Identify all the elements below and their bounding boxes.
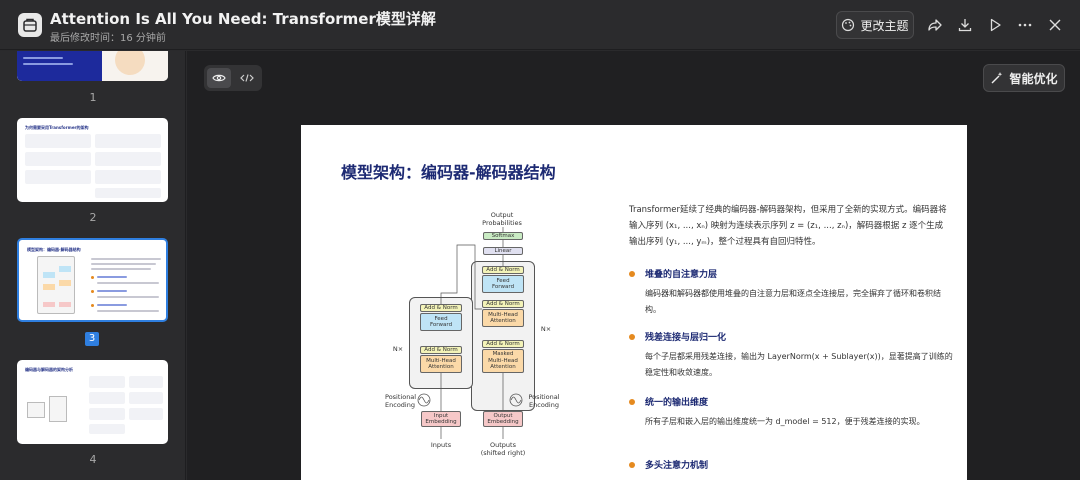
code-mode-button[interactable] bbox=[235, 68, 259, 88]
slide-preview[interactable]: 模型架构：编码器-解码器结构 Output Probabilities Soft… bbox=[301, 125, 967, 480]
change-theme-label: 更改主题 bbox=[860, 18, 909, 33]
magic-wand-icon bbox=[991, 72, 1003, 84]
thumbnail-title: 编码器与解码器的架构分析 bbox=[25, 367, 73, 372]
bullet-heading: 多头注意力机制 bbox=[645, 461, 709, 471]
softmax-block: Softmax bbox=[483, 232, 523, 240]
change-theme-button[interactable]: 更改主题 bbox=[836, 11, 914, 39]
decoder-positional-encoding-icon bbox=[509, 393, 523, 407]
decoder-masked-attention: Masked Multi-Head Attention bbox=[482, 349, 524, 373]
input-embedding-block: Input Embedding bbox=[421, 411, 461, 427]
bullet-dot bbox=[629, 462, 635, 468]
inputs-label: Inputs bbox=[430, 441, 452, 449]
encoder-positional-encoding-icon bbox=[417, 393, 431, 407]
bullet-heading: 统一的输出维度 bbox=[645, 398, 709, 408]
slide-intro-text: Transformer延续了经典的编码器-解码器架构，但采用了全新的实现方式。编… bbox=[629, 205, 947, 247]
thumbnail-title: 为何需要采用Transformer的架构 bbox=[25, 125, 89, 130]
decoder-nx-label: N× bbox=[540, 325, 552, 333]
encoder-add-norm-1: Add & Norm bbox=[420, 346, 462, 354]
preview-mode-button[interactable] bbox=[207, 68, 231, 88]
encoder-multi-head-attention: Multi-Head Attention bbox=[420, 355, 462, 373]
encoder-add-norm-2: Add & Norm bbox=[420, 304, 462, 312]
linear-block: Linear bbox=[483, 247, 523, 255]
more-icon[interactable] bbox=[1015, 15, 1035, 35]
slide-thumbnail-sidebar: 1 为何需要采用Transformer的架构 2 模型架构：编码器-解码器结构 bbox=[0, 51, 186, 480]
slide-number-1: 1 bbox=[89, 91, 97, 104]
decoder-feed-forward: Feed Forward bbox=[482, 275, 524, 293]
bullet-dot bbox=[629, 334, 635, 340]
decoder-multi-head-attention: Multi-Head Attention bbox=[482, 309, 524, 327]
output-probabilities-label: Output Probabilities bbox=[482, 211, 522, 227]
outputs-label: Outputs (shifted right) bbox=[480, 441, 526, 457]
decoder-add-norm-1: Add & Norm bbox=[482, 340, 524, 348]
slide-thumbnail-4[interactable]: 编码器与解码器的架构分析 bbox=[17, 360, 168, 444]
smart-optimize-label: 智能优化 bbox=[1009, 71, 1058, 86]
bullet-body: 每个子层都采用残差连接，输出为 LayerNorm(x + Sublayer(x… bbox=[645, 352, 953, 377]
decoder-add-norm-2: Add & Norm bbox=[482, 300, 524, 308]
eye-icon bbox=[212, 74, 226, 82]
bullet-body: 编码器和解码器都使用堆叠的自注意力层和逐点全连接层，完全摒弃了循环和卷积结构。 bbox=[645, 289, 941, 314]
close-icon[interactable] bbox=[1045, 15, 1065, 35]
smart-optimize-button[interactable]: 智能优化 bbox=[983, 64, 1065, 92]
bullet-body: 所有子层和嵌入层的输出维度统一为 d_model = 512，便于残差连接的实现… bbox=[645, 417, 925, 426]
bullet-heading: 堆叠的自注意力层 bbox=[645, 270, 718, 280]
slide-canvas: 智能优化 模型架构：编码器-解码器结构 Output Probabilities… bbox=[187, 51, 1080, 480]
slide-thumbnail-1[interactable] bbox=[17, 51, 168, 81]
app-icon[interactable] bbox=[18, 13, 42, 37]
top-bar: Attention Is All You Need: Transformer模型… bbox=[0, 0, 1080, 50]
last-modified-text: 最后修改时间：16 分钟前 bbox=[50, 33, 166, 44]
transformer-architecture-diagram: Output Probabilities Softmax Linear Add … bbox=[385, 205, 572, 465]
bullet-dot bbox=[629, 399, 635, 405]
slide-number-3: 3 bbox=[85, 332, 99, 346]
encoder-positional-encoding-label: Positional Encoding bbox=[385, 393, 417, 409]
encoder-nx-label: N× bbox=[392, 345, 404, 353]
bullet-dot bbox=[629, 271, 635, 277]
slide-number-4: 4 bbox=[89, 453, 97, 466]
slide-thumbnail-3[interactable]: 模型架构：编码器-解码器结构 bbox=[17, 238, 168, 322]
code-icon bbox=[240, 74, 254, 82]
slide-number-2: 2 bbox=[89, 211, 97, 224]
play-icon[interactable] bbox=[985, 15, 1005, 35]
decoder-positional-encoding-label: Positional Encoding bbox=[528, 393, 560, 409]
palette-icon bbox=[842, 18, 855, 32]
slide-title: 模型架构：编码器-解码器结构 bbox=[341, 163, 556, 182]
bullet-heading: 残差连接与层归一化 bbox=[645, 333, 727, 343]
decoder-add-norm-3: Add & Norm bbox=[482, 266, 524, 274]
output-embedding-block: Output Embedding bbox=[483, 411, 523, 427]
thumbnail-title: 模型架构：编码器-解码器结构 bbox=[27, 247, 81, 252]
diagram-connectors bbox=[440, 227, 504, 439]
share-icon[interactable] bbox=[925, 15, 945, 35]
document-title: Attention Is All You Need: Transformer模型… bbox=[50, 10, 436, 28]
download-icon[interactable] bbox=[955, 15, 975, 35]
encoder-feed-forward: Feed Forward bbox=[420, 313, 462, 331]
slide-thumbnail-2[interactable]: 为何需要采用Transformer的架构 bbox=[17, 118, 168, 202]
view-mode-toggle bbox=[204, 65, 262, 91]
